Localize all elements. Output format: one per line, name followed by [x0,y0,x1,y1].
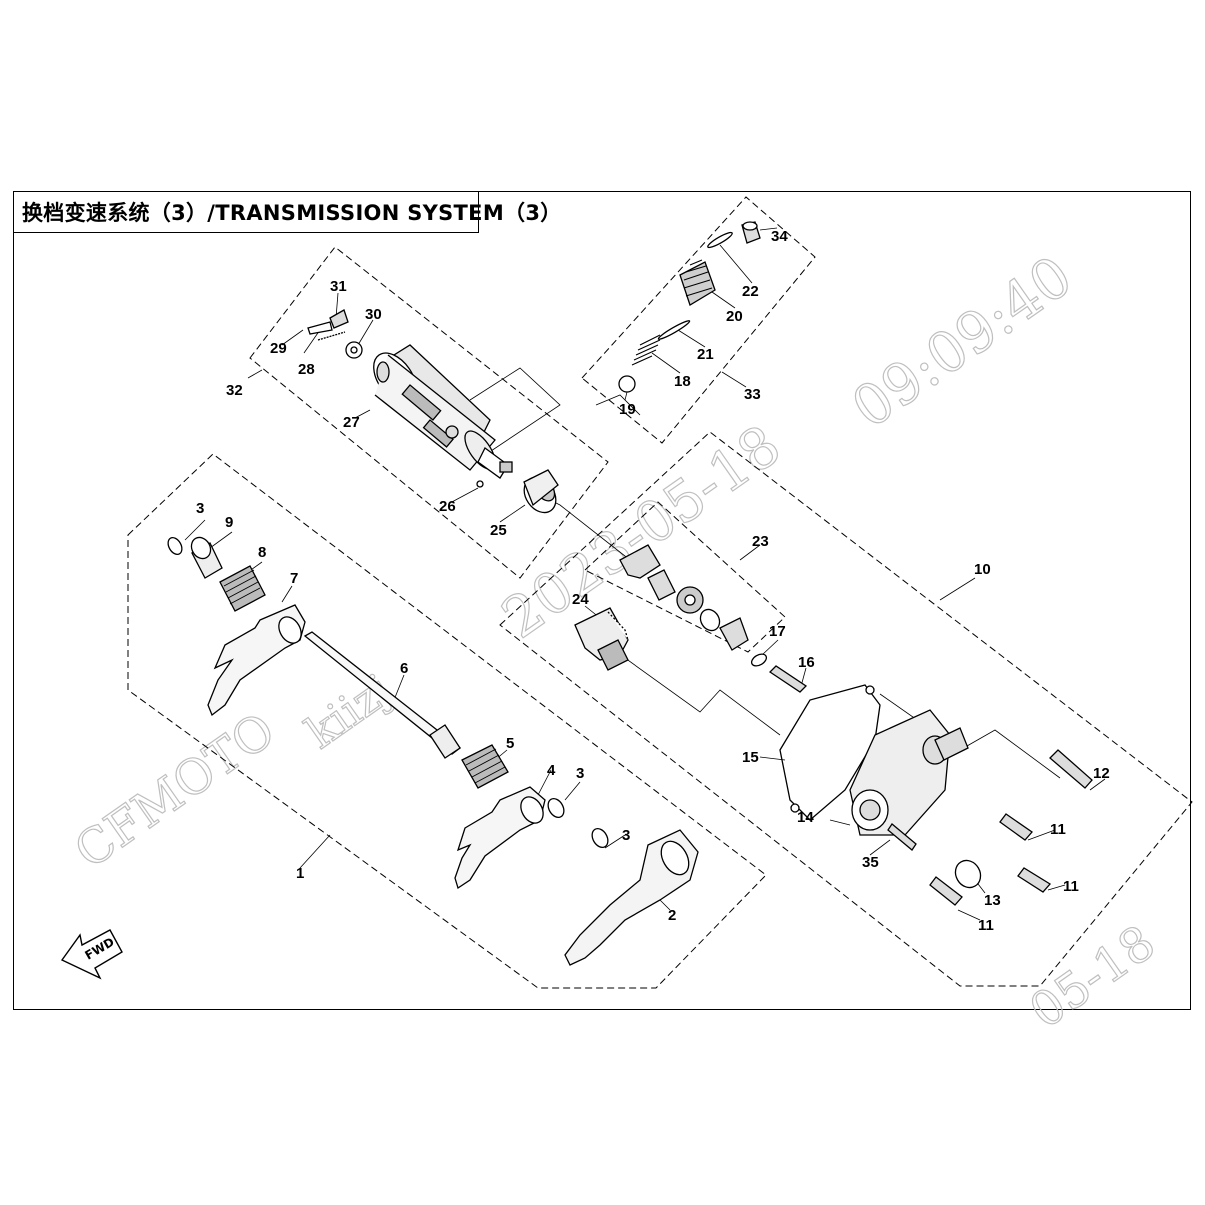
oil-seal-13 [954,859,982,889]
callout-13: 13 [984,892,1001,909]
callout-16: 16 [798,654,815,671]
callout-2: 2 [668,907,676,924]
washer-22 [707,231,733,249]
cam-plate [619,544,661,579]
callout-30: 30 [365,306,382,323]
group-10-outline [499,431,1193,987]
watermark-user: kiizj [297,665,401,759]
shift-fork-assembly [167,536,699,966]
plug-31 [329,309,349,329]
bolt-11a [999,813,1033,841]
callout-11b: 11 [1063,878,1079,895]
callout-26: 26 [439,498,456,515]
callout-29: 29 [270,340,287,357]
stopper-arm [719,617,749,651]
callout-22: 22 [742,283,759,300]
callout-18: 18 [674,373,691,390]
callout-21: 21 [697,346,714,363]
detent-housing [679,259,716,306]
shift-drum-assembly [307,309,559,514]
spring-28 [317,331,346,341]
bolt-11b [1017,867,1051,893]
callout-7: 7 [290,570,298,587]
circlip-3c [591,828,609,848]
bushing [647,569,676,601]
circlip-3b [547,798,565,818]
diagram-title: 换档变速系统（3）/TRANSMISSION SYSTEM（3） [13,191,561,233]
callout-11a: 11 [1050,821,1066,838]
detent-ball [618,375,636,393]
callout-14: 14 [797,809,814,826]
shift-arm-2 [564,829,699,966]
bolt-11c [929,876,963,906]
star-gear [676,586,704,614]
callout-8: 8 [258,544,266,561]
oring-21 [657,320,691,340]
watermark-time: 09:09:40 [841,244,1084,442]
bolt-29 [307,321,333,335]
callout-9: 9 [225,514,233,531]
callout-28: 28 [298,361,315,378]
shift-drum-bearing [523,469,559,514]
shift-cover-14 [849,709,969,836]
group-outlines [127,196,1193,989]
callout-1: 1 [296,865,304,882]
spring-8 [219,565,266,612]
watermark-date: 2023-05-18 [491,413,793,651]
dowel-35 [887,823,917,851]
shift-fork-4 [454,786,546,890]
callout-20: 20 [726,308,743,325]
callout-17: 17 [769,623,786,640]
part-callouts: 1 2 3 3 3 4 5 6 7 8 9 10 11 11 11 12 13 … [196,228,1110,934]
circlip-3a [167,536,183,556]
callout-23: 23 [752,533,769,550]
callout-3a: 3 [196,500,204,517]
spring-18 [631,334,661,366]
shift-shaft-6 [303,631,462,759]
watermark-brand: CFMOTO [65,702,285,880]
callout-35: 35 [862,854,879,871]
shift-fork-7 [207,604,306,717]
group-1-outline [127,453,767,989]
callout-12: 12 [1093,765,1110,782]
callout-31: 31 [330,278,347,295]
callout-32: 32 [226,382,243,399]
diagram-frame [13,191,1191,1010]
callout-6: 6 [400,660,408,677]
pin [476,480,484,488]
watermark-date-fragment: 05-18 [1020,915,1165,1040]
callout-3c: 3 [622,827,630,844]
washer-ring [699,608,721,632]
shift-drum [373,344,513,479]
callout-33: 33 [744,386,761,403]
forward-direction-arrow: FWD [60,929,123,980]
callout-25: 25 [490,522,507,539]
callout-15: 15 [742,749,759,766]
shift-shaft-24 [574,607,629,671]
group-32-outline [249,246,609,579]
washer-17 [750,653,768,667]
callout-34: 34 [771,228,788,245]
callout-3b: 3 [576,765,584,782]
shift-cover-assembly [574,544,1093,906]
callout-5: 5 [506,735,514,752]
detent-assembly [618,221,761,393]
group-23-outline [584,501,786,653]
group-33-outline [581,196,816,444]
bolt-16 [768,665,808,693]
spring-5 [461,744,509,789]
collar-9 [190,536,223,579]
callout-19: 19 [619,401,636,418]
callout-24: 24 [572,591,589,608]
bolt-12 [1049,749,1093,789]
callout-4: 4 [547,762,556,779]
callout-27: 27 [343,414,360,431]
callout-11c: 11 [978,917,994,934]
callout-10: 10 [974,561,991,578]
